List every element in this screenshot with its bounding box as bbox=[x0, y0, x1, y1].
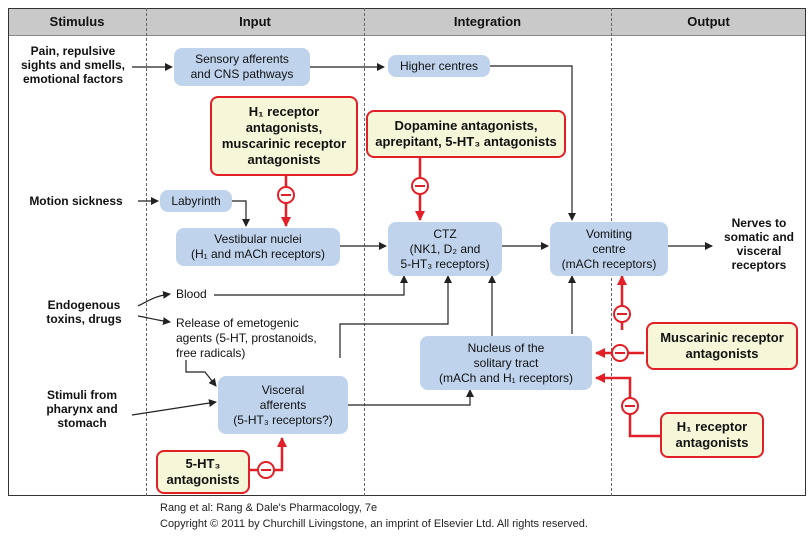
arrow-visceral-nts bbox=[348, 389, 474, 406]
header-stimulus: Stimulus bbox=[8, 8, 146, 36]
arrow-pharynx-visceral bbox=[131, 399, 217, 416]
arrow-higher-vomiting bbox=[490, 65, 576, 221]
diagram-frame bbox=[8, 8, 806, 496]
arrow-endogenous-blood bbox=[137, 290, 171, 307]
header-output: Output bbox=[611, 8, 806, 36]
divider-1 bbox=[146, 8, 147, 496]
label-blood: Blood bbox=[176, 287, 207, 301]
header-integration-label: Integration bbox=[453, 14, 522, 29]
header-input-label: Input bbox=[239, 14, 271, 29]
drug-dopamine-antagonists: Dopamine antagonists,aprepitant, 5-HT₃ a… bbox=[366, 110, 566, 158]
box-higher-centres: Higher centres bbox=[388, 55, 490, 77]
arrow-endogenous-release bbox=[137, 315, 171, 326]
credit-source: Rang et al: Rang & Dale's Pharmacology, … bbox=[160, 502, 378, 514]
arrow-labyrinth-vestibular bbox=[232, 200, 250, 227]
arrow-blood-ctz bbox=[214, 275, 408, 296]
header-output-label: Output bbox=[687, 14, 730, 29]
box-vestibular-nuclei: Vestibular nuclei(H₁ and mACh receptors) bbox=[176, 228, 340, 266]
header-stimulus-label: Stimulus bbox=[49, 14, 105, 29]
divider-2 bbox=[364, 8, 365, 496]
box-labyrinth: Labyrinth bbox=[160, 190, 232, 212]
stimulus-motion: Motion sickness bbox=[29, 194, 123, 208]
credit-copyright: Copyright © 2011 by Churchill Livingston… bbox=[160, 518, 588, 530]
header-input: Input bbox=[146, 8, 364, 36]
header-integration: Integration bbox=[364, 8, 611, 36]
arrow-release-visceral bbox=[185, 360, 217, 387]
arrow-release-ctz bbox=[339, 275, 452, 358]
